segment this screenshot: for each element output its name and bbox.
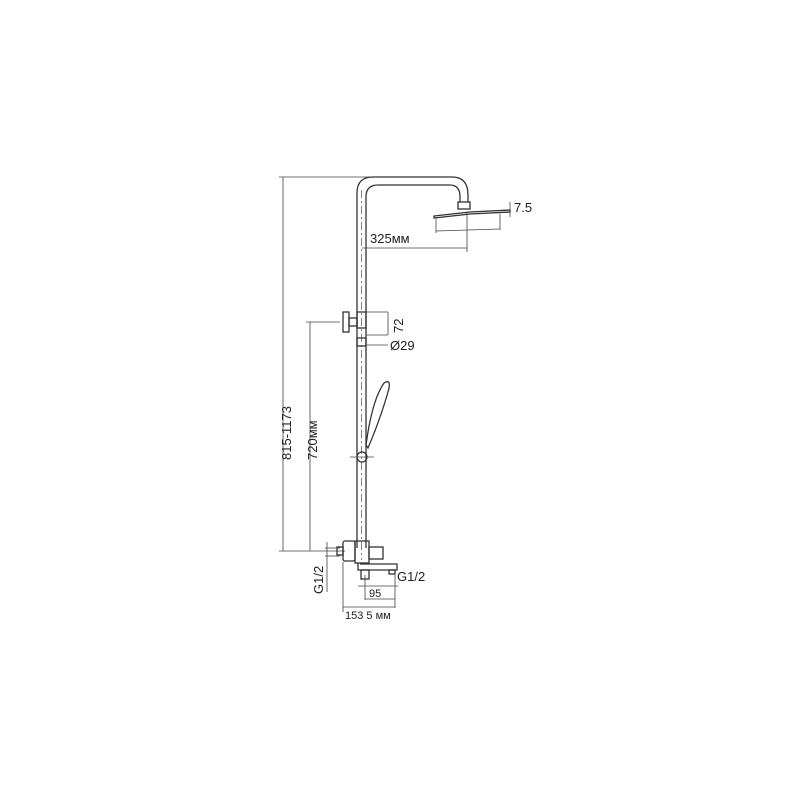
mixer-valve — [336, 540, 398, 580]
shower-pole — [356, 176, 469, 560]
overall-height-label: 815-1173 — [279, 406, 294, 460]
mixer-width-dimension: 153 5 мм — [342, 562, 395, 622]
head-thickness-label: 7.5 — [514, 200, 532, 215]
inlet-left-label: G1/2 — [311, 566, 326, 594]
outlet-height-label: 720мм — [305, 420, 320, 460]
outlet-height-dimension: 720мм — [305, 321, 340, 551]
head-thickness-dimension: 7.5 — [509, 200, 532, 217]
pole-diameter-label: Ø29 — [390, 338, 415, 353]
arm-reach-dimension: 325мм — [362, 212, 468, 252]
spout-offset-dimension: 95 — [358, 575, 398, 608]
mixer-width-label: 153 5 мм — [345, 610, 391, 622]
rain-shower-head — [433, 201, 511, 233]
arm-reach-label: 325мм — [370, 231, 410, 246]
inlet-right-label: G1/2 — [397, 569, 425, 584]
inlet-left-dimension: G1/2 — [311, 542, 340, 594]
slide-holder: 72 Ø29 — [342, 311, 415, 353]
spout-offset-label: 95 — [369, 588, 381, 600]
hand-shower — [350, 381, 390, 463]
overall-height-dimension: 815-1173 — [279, 176, 370, 552]
holder-height-label: 72 — [391, 319, 406, 333]
